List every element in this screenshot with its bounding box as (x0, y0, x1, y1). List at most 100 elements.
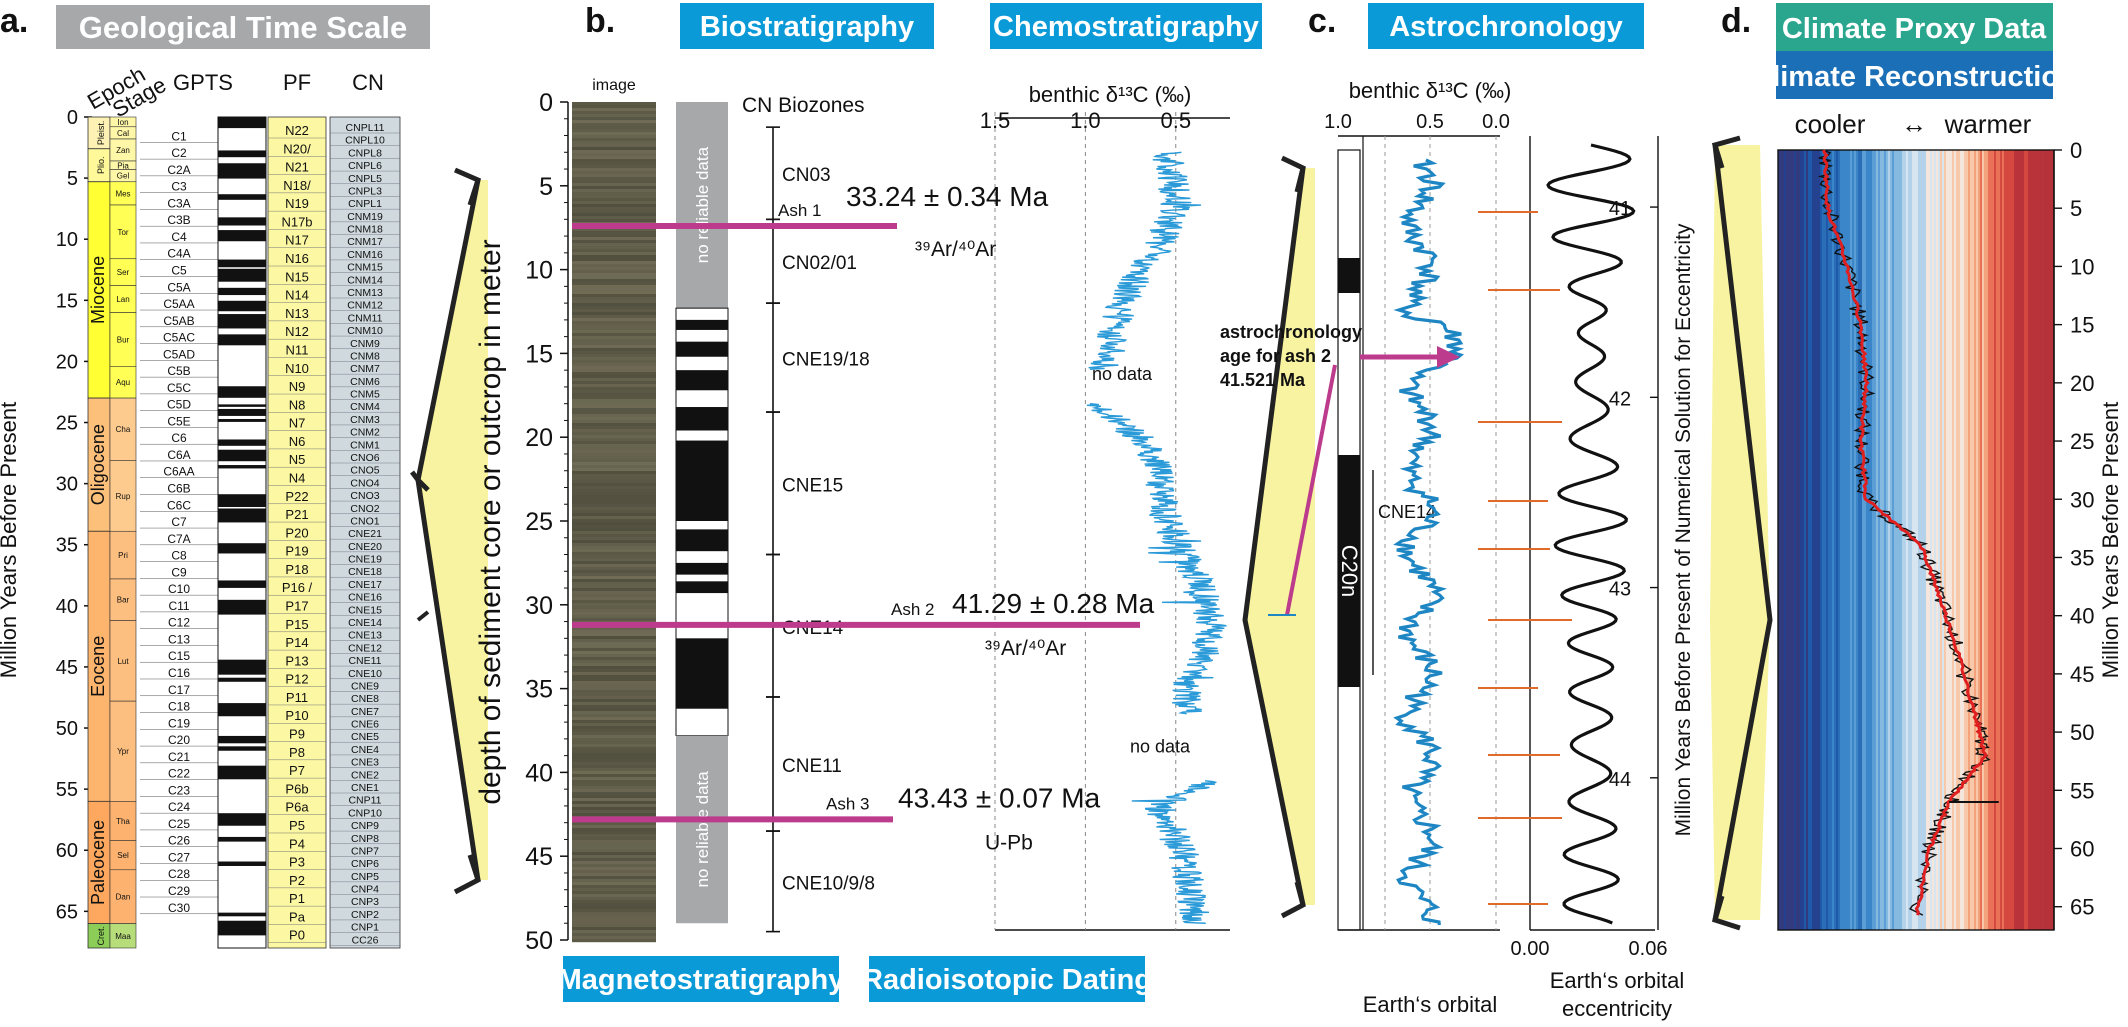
core-stripe (572, 708, 656, 712)
mag-band (676, 319, 728, 330)
core-stripe (572, 162, 656, 166)
image-label: image (592, 77, 636, 94)
climate-stripe (1918, 150, 1921, 930)
mag-band (676, 341, 728, 357)
pf-label: P18 (285, 562, 308, 577)
core-stripe (572, 471, 656, 475)
pf-column: N22N20/N21N18/N19N17bN17N16N15N14N13N12N… (267, 116, 327, 949)
panel-d: d. Climate Proxy Data Climate Reconstruc… (1721, 2, 2123, 931)
climate-stripe (1964, 150, 1967, 930)
chron-label: C7A (167, 532, 190, 546)
climate-stripe (1858, 150, 1861, 930)
no-data-label-1: no data (1092, 364, 1153, 384)
cn-label: CNE14 (348, 617, 382, 629)
core-stripe (572, 411, 656, 415)
climate-stripe (1932, 150, 1935, 930)
core-stripe (572, 102, 656, 106)
pf-label: P8 (289, 745, 305, 760)
climate-stripe (1882, 150, 1885, 930)
cn-label: CNE19 (348, 554, 382, 566)
chron-label: C5E (167, 414, 190, 428)
stage-label: Gel (117, 172, 130, 181)
biozone-label: CNE19/18 (782, 350, 870, 371)
core-stripe (572, 855, 656, 859)
core-stripe (572, 264, 656, 268)
gpts-band (218, 861, 266, 866)
core-stripe (572, 933, 656, 937)
tick-label: 65 (56, 901, 78, 923)
gpts-band (218, 494, 266, 507)
pf-label: N17 (285, 233, 309, 248)
core-stripe (572, 927, 656, 931)
depth-tick-label: 35 (525, 676, 553, 704)
climate-stripe (2034, 150, 2037, 930)
epoch-label: Oligocene (88, 424, 108, 505)
core-stripe (572, 633, 656, 637)
tick-label: 50 (56, 718, 78, 740)
core-stripe (572, 462, 656, 466)
banner-climate-recon (1776, 51, 2053, 99)
core-stripe (572, 456, 656, 460)
core-stripe (572, 720, 656, 724)
climate-stripe (2004, 150, 2007, 930)
gpts-band (218, 117, 266, 129)
pf-frame (267, 116, 327, 949)
core-stripe (572, 756, 656, 760)
core-stripe (572, 618, 656, 622)
gpts-band (218, 746, 266, 751)
core-stripe (572, 780, 656, 784)
core-stripe (572, 183, 656, 187)
cn-label: CC26 (352, 934, 379, 946)
core-stripe (572, 453, 656, 457)
cn-label: CNO3 (350, 490, 379, 502)
stage-cell (109, 312, 137, 367)
core-stripe (572, 330, 656, 334)
age-axis-label: Million Years Before Present of Numerica… (1672, 223, 1695, 836)
age-tick-label: 41 (1609, 198, 1631, 220)
core-stripe (572, 171, 656, 175)
core-stripe (572, 129, 656, 133)
core-stripe (572, 837, 656, 841)
core-stripe (572, 699, 656, 703)
tick-label: 10 (56, 229, 78, 251)
core-stripe (572, 246, 656, 250)
core-stripe (572, 696, 656, 700)
mag-band (676, 638, 728, 709)
banner-climate-proxy (1776, 3, 2053, 51)
pf-label: N4 (289, 470, 306, 485)
core-stripe (572, 873, 656, 877)
climate-stripe (1836, 150, 1839, 930)
climate-stripe (1904, 150, 1907, 930)
climate-stripe (2028, 150, 2031, 930)
core-stripe (572, 492, 656, 496)
core-stripe (572, 231, 656, 235)
climate-stripe (1886, 150, 1889, 930)
core-stripe (572, 336, 656, 340)
chron-label: C21 (168, 750, 190, 764)
core-stripe (572, 813, 656, 817)
ash-age: 41.29 ± 0.28 Ma (952, 588, 1155, 619)
age-tick-label: 42 (1609, 388, 1631, 410)
core-stripe (572, 870, 656, 874)
core-stripe (572, 714, 656, 718)
core-stripe (572, 219, 656, 223)
core-stripe (572, 678, 656, 682)
core-stripe (572, 591, 656, 595)
gpts-band (218, 439, 266, 446)
core-stripe (572, 444, 656, 448)
climate-stripe (1972, 150, 1975, 930)
core-stripe (572, 327, 656, 331)
climate-stripe (1798, 150, 1801, 930)
cn-label: CNE8 (351, 693, 379, 705)
core-stripe (572, 930, 656, 934)
cn-label: CNM9 (350, 338, 380, 350)
gpts-band (218, 580, 266, 588)
stage-cell (109, 460, 137, 532)
climate-stripe (2032, 150, 2035, 930)
gpts-band (218, 334, 266, 346)
chron-label: C28 (168, 867, 190, 881)
climate-stripe (1814, 150, 1817, 930)
climate-stripe (1986, 150, 1989, 930)
